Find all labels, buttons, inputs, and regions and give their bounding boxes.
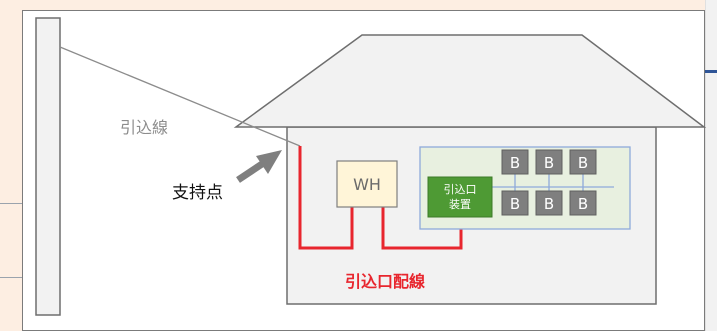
service-wiring-line (298, 146, 354, 250)
breaker (569, 190, 597, 216)
service-drop-line (59, 46, 301, 147)
meter-label: WH (353, 175, 381, 194)
divider (705, 70, 717, 73)
breaker (569, 149, 597, 175)
service-wiring-label: 引込口配線 (345, 272, 425, 291)
divider (0, 277, 22, 278)
service-entrance-device (427, 176, 493, 218)
breaker-label: B (510, 154, 520, 172)
service-wiring-line (381, 207, 463, 250)
service-drop-label: 引込線 (120, 118, 168, 137)
service-device-label: 装置 (449, 198, 471, 211)
breaker-label: B (544, 195, 554, 213)
support-point-label: 支持点 (172, 183, 223, 203)
breaker (535, 149, 563, 175)
page-edge (705, 0, 717, 331)
divider (0, 203, 22, 204)
breaker-label: B (578, 195, 588, 213)
breaker-grid (501, 149, 597, 216)
breaker-label: B (510, 195, 520, 213)
breaker (501, 190, 529, 216)
breaker-label: B (544, 154, 554, 172)
breaker (535, 190, 563, 216)
breaker-label: B (578, 154, 588, 172)
house-roof (233, 34, 707, 128)
service-device-label: 引込口 (444, 182, 477, 196)
watt-hour-meter (336, 160, 398, 208)
breaker (501, 149, 529, 175)
utility-pole (35, 17, 61, 316)
arrow-icon (236, 150, 282, 183)
